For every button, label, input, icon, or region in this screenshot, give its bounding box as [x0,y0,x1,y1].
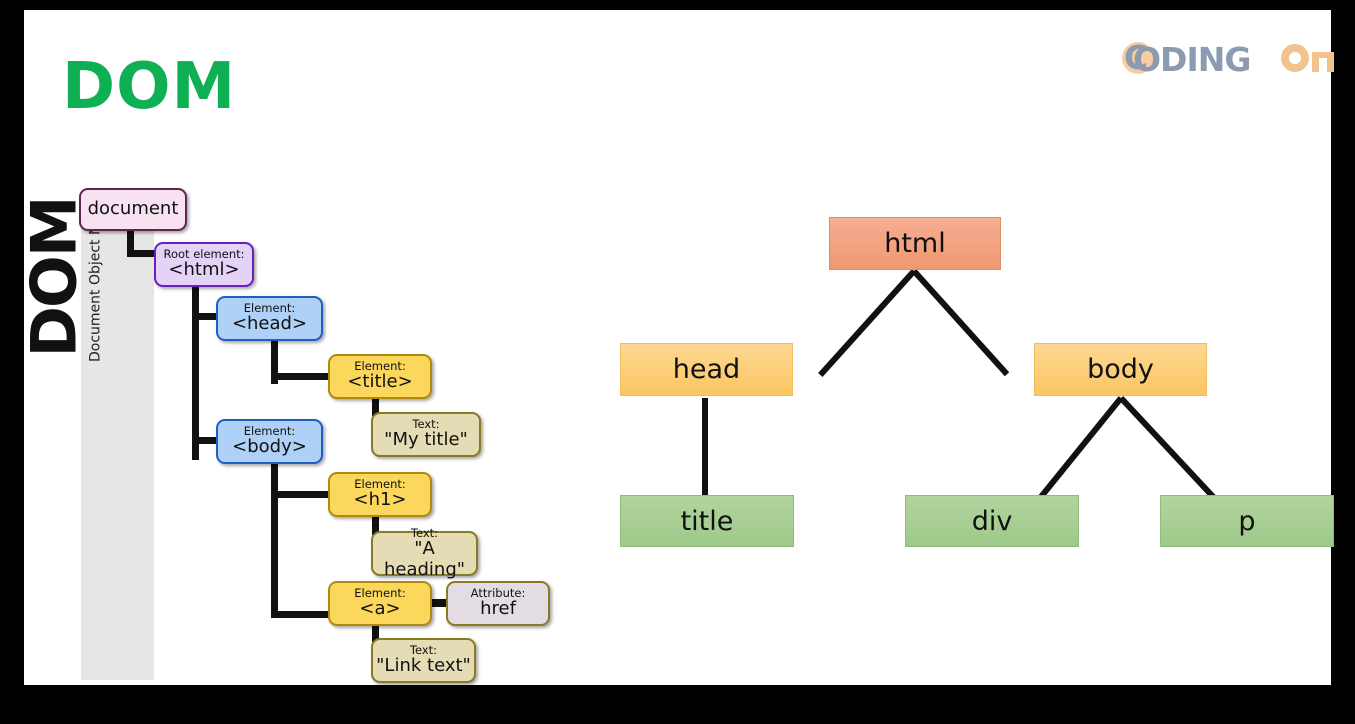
page-title: DOM [62,50,237,124]
node-attribute-href-value: href [480,598,516,620]
tree-node-html[interactable]: html [829,217,1001,270]
dom-band-abbreviation: DOM [17,197,91,358]
connector-a-href [429,599,451,607]
dom-band-label: DOM Document Object Model [17,53,104,503]
dom-vertical-band [81,225,154,680]
tree-node-head[interactable]: head [620,343,793,396]
dom-band-fullname: Document Object Model [87,192,104,363]
node-text-my-title-value: "My title" [384,429,468,451]
node-text-a-heading[interactable]: Text: "A heading" [371,527,478,579]
node-title-value: <title> [347,371,413,393]
connector-document-html-h [127,250,159,257]
node-head-kind: Element: [243,301,296,316]
node-attribute-href[interactable]: Attribute: href [446,581,550,626]
connector-html-trunk [192,280,199,460]
slide-canvas: DOM C ODING DOM Document Object Model [18,10,1334,685]
node-body[interactable]: Element: <body> [216,419,323,464]
edge-head-title [702,398,708,498]
node-title[interactable]: Element: <title> [328,354,432,399]
connector-head-title [271,373,333,380]
tree-node-body[interactable]: body [1034,343,1207,396]
tree-node-title[interactable]: title [620,495,794,547]
node-attribute-href-kind: Attribute: [470,586,526,601]
edge-body-div [1035,396,1124,503]
node-head[interactable]: Element: <head> [216,296,323,341]
connector-document-html [127,227,134,257]
edge-html-body [818,268,917,378]
node-html-value: <html> [168,259,240,281]
node-body-value: <body> [232,436,307,458]
node-text-my-title[interactable]: Text: "My title" [371,412,481,457]
tree-node-div[interactable]: div [905,495,1079,547]
node-text-a-heading-kind: Text: [410,525,439,540]
node-body-kind: Element: [243,424,296,439]
connector-body-h1 [271,491,333,498]
connector-a-text [372,622,379,642]
node-text-my-title-kind: Text: [412,417,440,432]
connector-body-a [271,611,333,618]
logo-letter-c: C [1124,38,1149,77]
node-document-value: document [87,198,179,220]
dom-node-tree-diagram: DOM Document Object Model [17,10,624,724]
node-a-value: <a> [359,598,401,620]
node-text-a-heading-value: "A heading" [383,537,466,580]
logo-letter-n-icon [1312,52,1334,72]
node-h1[interactable]: Element: <h1> [328,472,432,517]
tree-node-p[interactable]: p [1160,495,1334,547]
node-a[interactable]: Element: <a> [328,581,432,626]
connector-h1-text [372,515,379,535]
node-text-link-text-value: "Link text" [376,655,471,677]
connector-html-body [192,437,222,444]
node-html[interactable]: Root element: <html> [154,242,254,287]
connector-head-trunk [271,338,278,384]
edge-html-head [911,268,1010,377]
connector-title-text [372,396,379,416]
node-head-value: <head> [231,313,308,335]
node-text-link-text-kind: Text: [409,643,438,658]
node-a-kind: Element: [354,586,406,601]
codingon-logo: C ODING [1104,38,1339,84]
node-html-kind: Root element: [163,247,245,262]
logo-c-disc-icon [1122,42,1154,74]
node-h1-kind: Element: [354,477,406,492]
node-title-kind: Element: [354,359,406,374]
html-tree-diagram: html head body title div p [584,10,1355,724]
node-h1-value: <h1> [353,489,407,511]
connector-html-head [192,313,222,320]
node-text-link-text[interactable]: Text: "Link text" [371,638,476,683]
node-document[interactable]: document [79,188,187,231]
connector-body-trunk [271,460,278,618]
logo-wordmark: ODING [1133,40,1251,79]
logo-letter-o-ring-icon [1281,44,1309,72]
